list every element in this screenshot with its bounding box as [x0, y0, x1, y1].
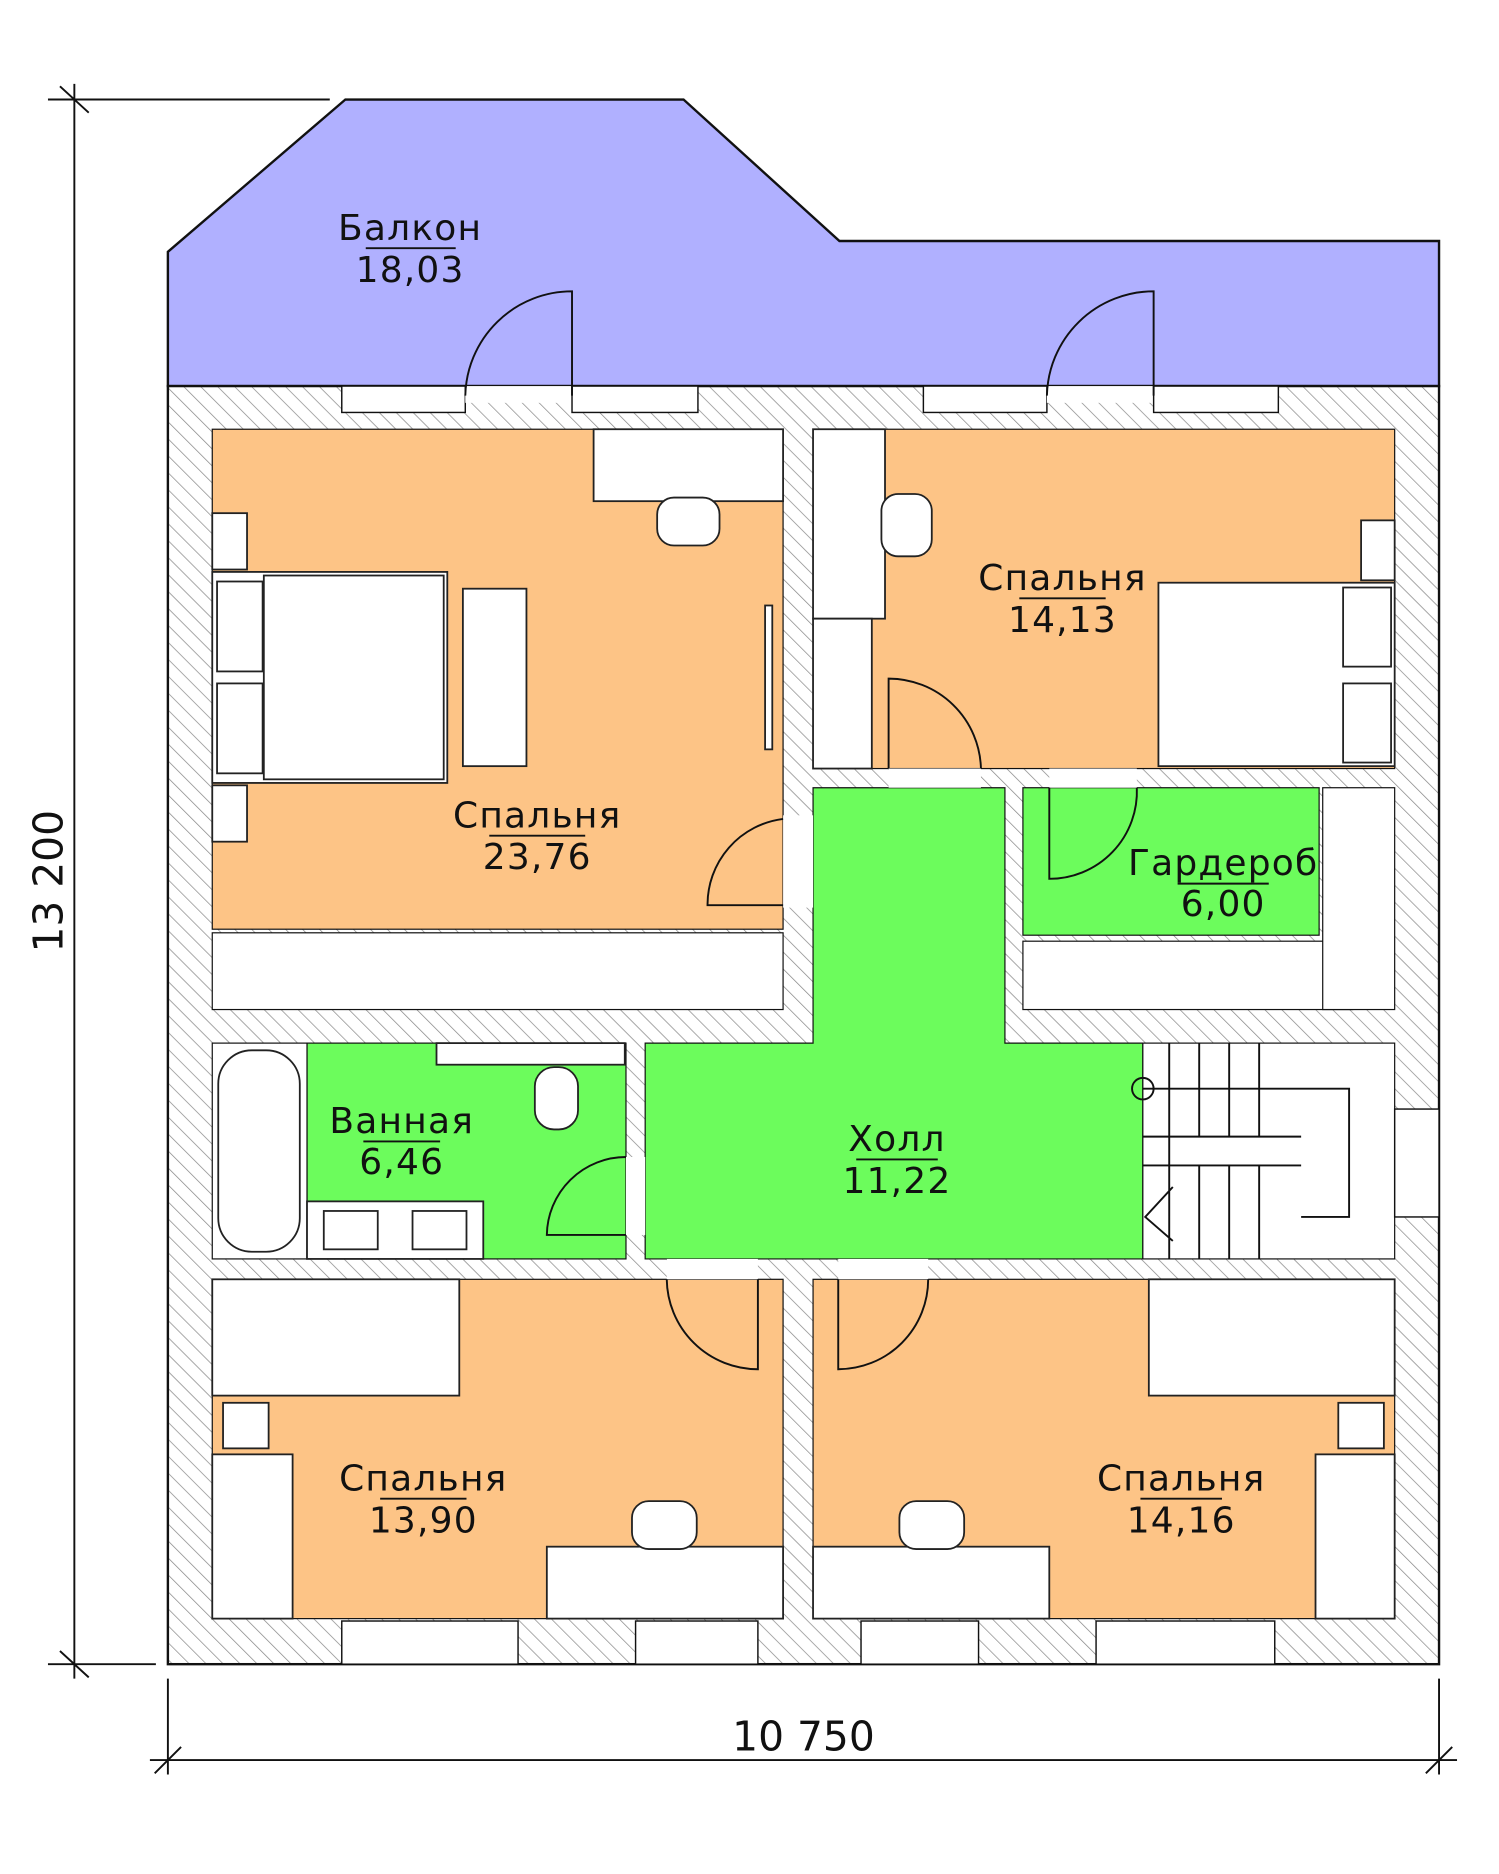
wardrobe-strip-3 [1322, 787, 1396, 1011]
room-name: Спальня [453, 795, 621, 836]
doors [464, 290, 1155, 1371]
desk [812, 1545, 1051, 1620]
staircase [1142, 1042, 1396, 1260]
dresser [461, 587, 528, 768]
furniture [211, 428, 1396, 1620]
desk [545, 1545, 784, 1620]
room-area: 23,76 [483, 837, 592, 878]
room-area: 18,03 [356, 250, 465, 291]
bed [1147, 1278, 1396, 1397]
door-bedroom-1 [706, 817, 784, 907]
room-area: 6,46 [359, 1142, 444, 1183]
door-bedroom-2 [887, 677, 982, 769]
room-name: Гардероб [1128, 843, 1318, 884]
door-garderob [1048, 787, 1138, 880]
toilet [533, 1066, 579, 1131]
windows [341, 385, 1440, 1665]
room-garderob [1022, 787, 1320, 936]
wardrobe-strip-1 [211, 932, 784, 1011]
tv [764, 604, 774, 751]
room-area: 6,00 [1181, 884, 1266, 925]
door-balcony-2 [1045, 290, 1155, 396]
room-name: Спальня [339, 1458, 507, 1499]
bathtub [217, 1049, 301, 1253]
room-name: Спальня [1097, 1458, 1265, 1499]
room-area: 11,22 [843, 1161, 952, 1202]
door-bathroom [545, 1156, 626, 1236]
door-bedroom-4 [837, 1279, 930, 1371]
chair [656, 496, 721, 547]
room-name: Балкон [338, 208, 482, 249]
room-area: 14,13 [1008, 600, 1117, 641]
door-balcony-1 [464, 290, 573, 396]
room-name: Ванная [329, 1101, 474, 1142]
height-dimension: 13 200 [24, 810, 72, 953]
room-area: 13,90 [369, 1500, 478, 1541]
wardrobe-strip-2 [1022, 940, 1354, 1011]
desk [592, 428, 784, 503]
room-labels: Балкон 18,03 Спальня 23,76 Спальня 14,13… [329, 208, 1318, 1541]
room-name: Холл [848, 1119, 945, 1160]
dimension-lines [47, 83, 1458, 1775]
room-name: Спальня [978, 558, 1146, 599]
width-dimension: 10 750 [732, 1713, 875, 1761]
door-bedroom-3 [665, 1279, 759, 1371]
room-area: 14,16 [1127, 1500, 1236, 1541]
bed [211, 1278, 461, 1397]
